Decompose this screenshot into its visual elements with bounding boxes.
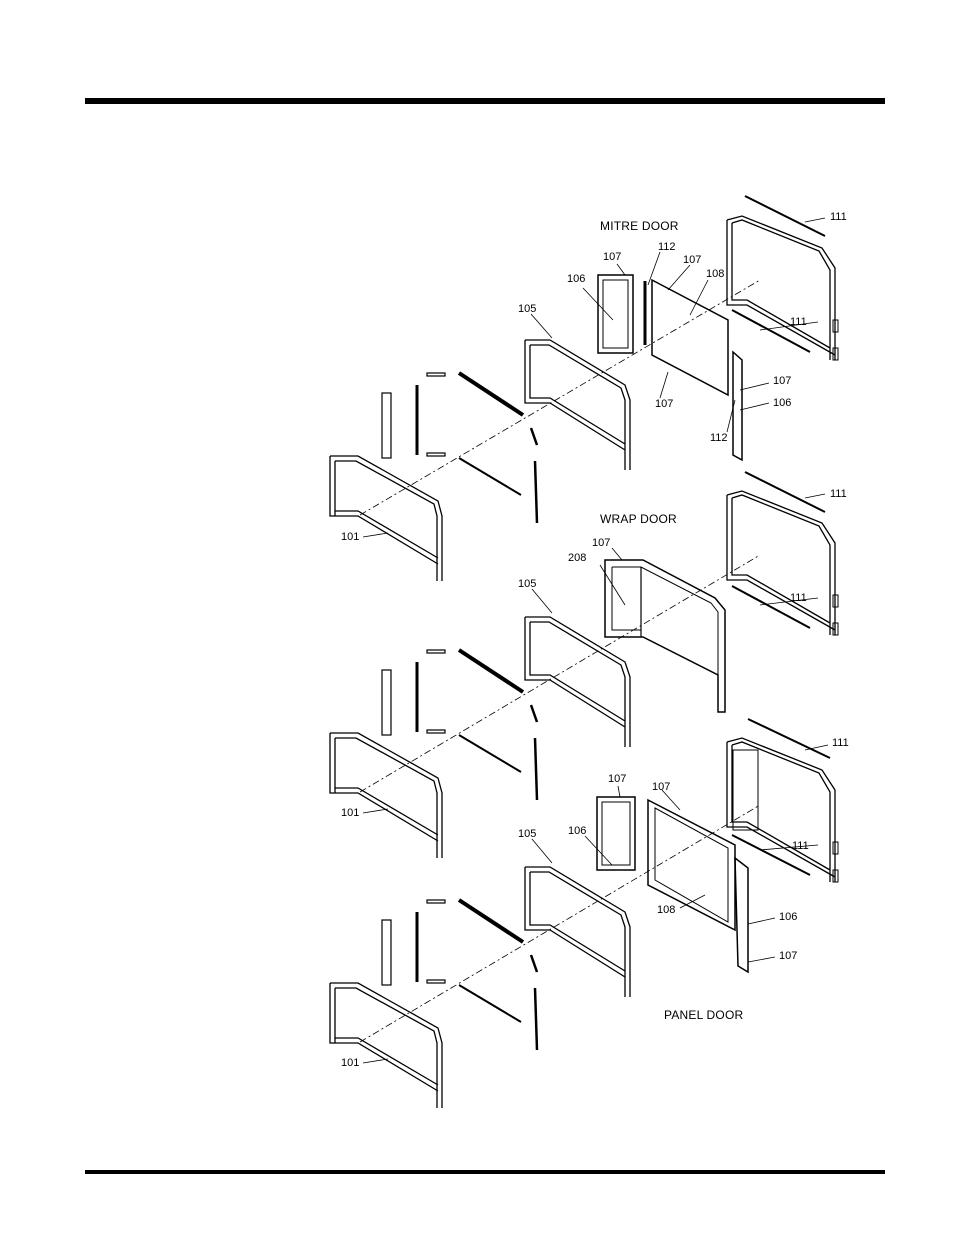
part-label: 112 bbox=[710, 432, 728, 444]
part-label: 107 bbox=[603, 251, 621, 263]
mitre-door-group bbox=[330, 196, 838, 581]
part-label: 107 bbox=[779, 950, 797, 962]
panel-door-group bbox=[330, 719, 838, 1108]
part-label: 106 bbox=[773, 397, 791, 409]
part-label: 106 bbox=[779, 911, 797, 923]
part-label: 107 bbox=[773, 375, 791, 387]
part-label: 111 bbox=[790, 592, 807, 604]
part-label: 101 bbox=[341, 807, 359, 819]
part-label: 111 bbox=[830, 488, 847, 500]
part-label: 105 bbox=[518, 303, 536, 315]
part-label: 105 bbox=[518, 578, 536, 590]
part-label: 107 bbox=[652, 781, 670, 793]
part-label: 108 bbox=[706, 268, 724, 280]
panel-door-title: PANEL DOOR bbox=[664, 1008, 743, 1022]
part-label: 101 bbox=[341, 1057, 359, 1069]
leader-lines bbox=[363, 218, 828, 1063]
part-label: 111 bbox=[790, 316, 807, 328]
mitre-door-title: MITRE DOOR bbox=[600, 219, 679, 233]
part-label: 106 bbox=[567, 273, 585, 285]
part-label: 112 bbox=[658, 241, 676, 253]
part-label: 107 bbox=[683, 254, 701, 266]
part-label: 208 bbox=[568, 552, 586, 564]
part-label: 101 bbox=[341, 531, 359, 543]
part-label: 108 bbox=[657, 904, 675, 916]
part-label: 107 bbox=[655, 398, 673, 410]
part-label: 106 bbox=[568, 825, 586, 837]
part-label: 111 bbox=[792, 840, 809, 852]
wrap-door-title: WRAP DOOR bbox=[600, 512, 677, 526]
part-label: 107 bbox=[592, 537, 610, 549]
part-label: 111 bbox=[832, 737, 849, 749]
part-label: 107 bbox=[608, 773, 626, 785]
part-label: 111 bbox=[830, 211, 847, 223]
part-label: 105 bbox=[518, 828, 536, 840]
wrap-door-group bbox=[330, 472, 838, 858]
